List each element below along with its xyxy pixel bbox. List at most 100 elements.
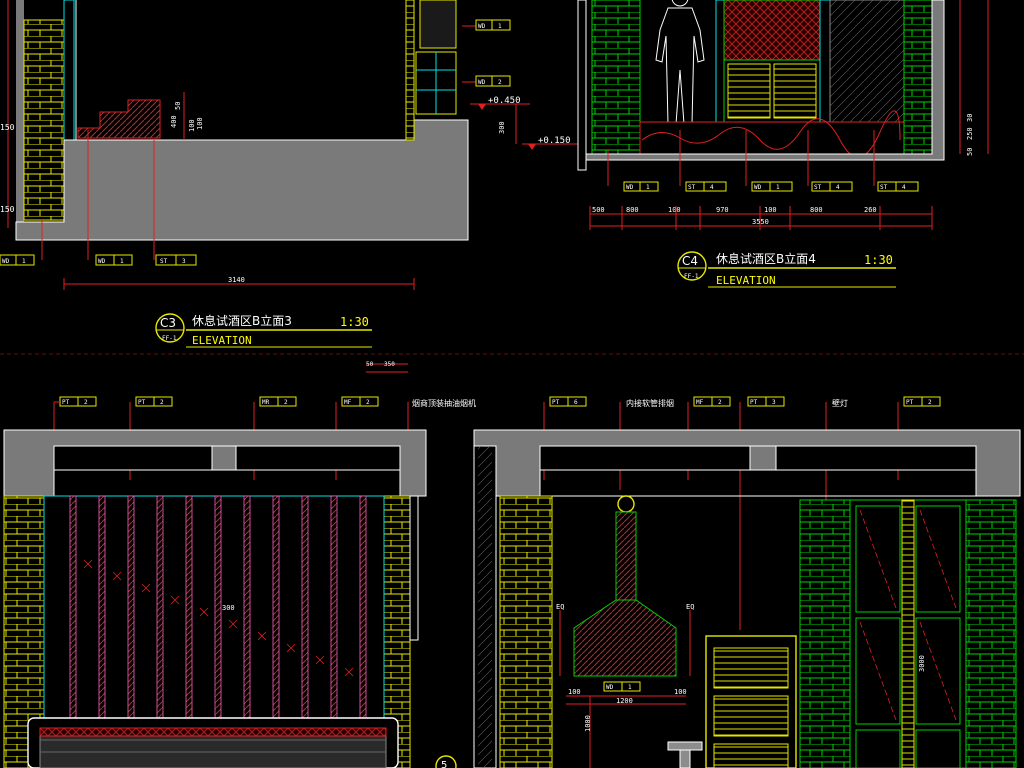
eq-label: EQ [556,603,564,611]
wood-slat [214,495,222,729]
tag-num: 4 [902,184,906,191]
material-tag: ST 4 [685,181,727,192]
dim-right: 50 [966,148,974,156]
tag-num: 1 [776,184,780,191]
material-tag: MF 2 [693,396,731,407]
sparkle-mark [286,643,296,653]
dim-chain-value: 970 [716,206,729,214]
drawing-subtitle: ELEVATION [192,334,252,347]
level-mark: +0.150 [538,136,571,146]
dim-left-2: 150 [0,205,15,214]
wood-slat [272,495,280,729]
sheet-code: FF-1 [684,273,699,280]
wood-slat [185,495,193,729]
wood-slat [127,495,135,729]
tag-num: 2 [84,399,88,406]
note-label: 烟商顶装抽油烟机 [412,398,476,408]
material-tag: WD 1 [623,181,659,192]
wood-slat [156,495,164,729]
tag-num: 4 [836,184,840,191]
tag-code: ST [814,184,822,191]
wood-slat [98,495,106,729]
material-tag: MR 2 [259,396,297,407]
tag-num: 3 [772,399,776,406]
dim-right: 250 [966,127,974,140]
tag-num: 2 [366,399,370,406]
drawing-subtitle: ELEVATION [716,274,776,287]
wood-slat [243,495,251,729]
tag-code: WD [2,258,10,265]
eq-label: EQ [686,603,694,611]
tag-code: MF [344,399,352,406]
tag-code: ST [160,258,168,265]
dim-top: 350 [384,361,395,368]
material-tag: MF 2 [341,396,379,407]
sparkle-mark [141,583,151,593]
wood-slat [301,495,309,729]
drawing-bottom-left: 50 350 PT 2 PT 2 MR 2 MF 2 烟商顶装抽油烟机 [3,361,476,768]
tag-num: 1 [120,258,124,265]
tag-num: 4 [710,184,714,191]
inner-dim: 300 [222,604,235,612]
material-tag: WD 1 [603,681,641,692]
note-label: 壁灯 [832,398,848,408]
tag-code: MF [696,399,704,406]
material-tag: PT 2 [59,396,97,407]
dim-step-4: 100 [196,117,204,130]
drawing-scale: 1:30 [864,253,893,267]
tag-num: 2 [928,399,932,406]
wood-slat [69,495,77,729]
drawing-scale: 1:30 [340,315,369,329]
tag-code: WD [478,23,486,30]
material-tag: WD 1 [0,254,35,266]
dim-chain-value: 800 [626,206,639,214]
dim-chain-value: 100 [668,206,681,214]
material-tag: ST 4 [877,181,919,192]
material-tag: WD 2 [475,75,511,87]
hood-dim: 100 [568,688,581,696]
dim-total: 3140 [228,276,245,284]
material-tag: PT 2 [135,396,173,407]
dim-step-3: 100 [188,119,196,132]
material-tag: PT 6 [549,396,587,407]
sheet-code: FF-1 [162,335,177,342]
title-block-c3: C3 FF-1 休息试酒区B立面3 1:30 ELEVATION [155,313,372,348]
level-mark: +0.450 [488,96,521,106]
material-tag: WD 1 [475,19,511,31]
material-tag: WD 1 [751,181,793,192]
sparkle-mark [228,619,238,629]
tag-num: 1 [22,258,26,265]
material-tag: ST 3 [155,254,197,266]
sparkle-mark [315,655,325,665]
human-figure-icon [655,0,705,125]
tag-code: PT [138,399,146,406]
height-dim: 1000 [584,715,592,732]
tag-num: 1 [646,184,650,191]
tag-code: ST [688,184,696,191]
sparkle-mark [344,667,354,677]
tag-code: WD [98,258,106,265]
tag-code: WD [606,684,614,691]
sparkle-mark [112,571,122,581]
sparkle-mark [257,631,267,641]
drawing-c3: 150 150 50 400 100 100 WD 1 WD 2 WD [0,0,580,348]
tag-num: 2 [718,399,722,406]
dim-chain-value: 800 [810,206,823,214]
tag-code: WD [754,184,762,191]
sparkle-mark [83,559,93,569]
tag-code: PT [906,399,914,406]
title-block-c4: C4 FF-1 休息试酒区B立面4 1:30 ELEVATION [677,251,896,288]
dim-step-2: 400 [170,115,178,128]
tag-code: WD [626,184,634,191]
tag-code: ST [880,184,888,191]
dim-chain-value: 260 [864,206,877,214]
tag-num: 2 [160,399,164,406]
drawing-code: C4 [682,254,698,268]
sparkle-mark [170,595,180,605]
drawing-code: C3 [160,316,176,330]
tag-num: 2 [498,79,502,86]
tag-num: 6 [574,399,578,406]
wood-slat [359,495,367,729]
tag-num: 1 [628,684,632,691]
tag-code: PT [552,399,560,406]
